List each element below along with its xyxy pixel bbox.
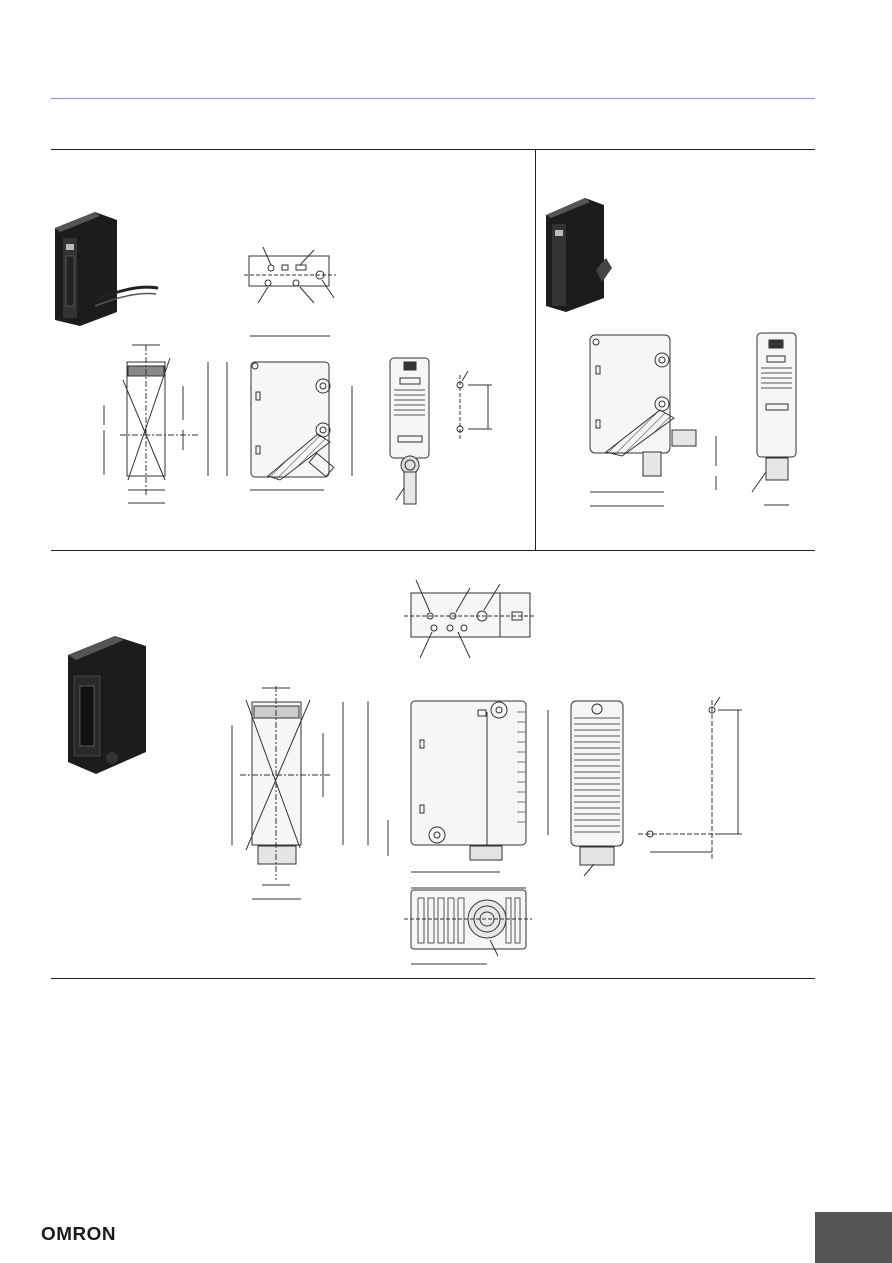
side-view-drawing-3: [367, 700, 549, 889]
section-divider-vertical: [535, 150, 536, 551]
top-view-drawing-1: [244, 246, 336, 304]
section-bottom-rule: [51, 978, 815, 979]
back-view-drawing-1: [389, 357, 430, 505]
product-photo-cable-type: [55, 212, 159, 326]
top-view-drawing-2: [404, 579, 536, 659]
mounting-holes-drawing-1: [456, 370, 492, 440]
mounting-holes-drawing-3: [638, 696, 742, 860]
back-view-drawing-3: [570, 700, 624, 877]
side-view-drawing-2: [589, 334, 717, 507]
bottom-view-drawing-3: [404, 889, 532, 965]
section-middle-rule: [51, 550, 815, 551]
front-view-drawing-1: [103, 344, 209, 504]
page-corner-tab: [815, 1212, 892, 1263]
front-view-drawing-3: [231, 686, 344, 900]
section-top-rule: [51, 149, 815, 150]
omron-logo: OMRON: [41, 1224, 117, 1244]
side-view-drawing-1: [226, 335, 353, 491]
product-photo-connector-type: [546, 198, 612, 312]
back-view-drawing-2: [751, 332, 797, 506]
header-rule: [51, 98, 815, 99]
product-photo-large-housing: [68, 636, 146, 774]
